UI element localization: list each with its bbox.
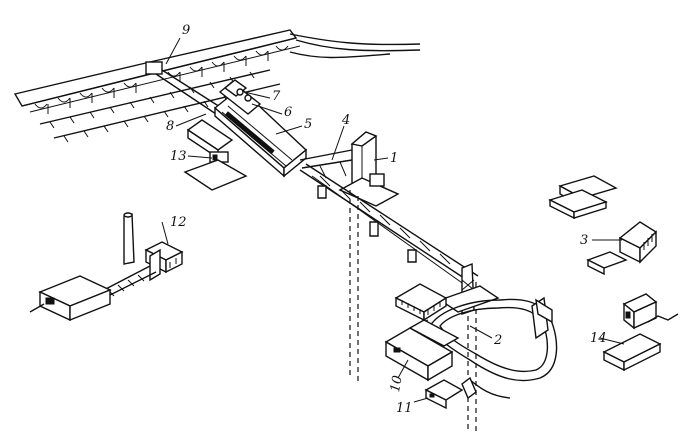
label-11: 11 <box>396 401 413 416</box>
label-5: 5 <box>304 117 312 132</box>
gallery-4 <box>299 149 353 179</box>
label-9: 9 <box>182 23 190 38</box>
conveyor-gallery-8 <box>155 69 229 119</box>
building-11 <box>424 376 477 410</box>
label-3: 3 <box>580 233 588 248</box>
boiler-house-12 <box>29 212 184 322</box>
label-13: 13 <box>170 149 187 164</box>
railway-loop-2 <box>429 296 558 399</box>
callout-labels: 9 7 6 5 8 4 1 13 12 3 2 14 10 11 <box>166 23 607 416</box>
inclined-gallery <box>299 163 479 291</box>
label-7: 7 <box>272 89 281 104</box>
headframe-tower-1 <box>338 131 400 207</box>
buildings-3 <box>548 175 658 276</box>
label-8: 8 <box>166 119 174 134</box>
label-14: 14 <box>590 331 607 346</box>
shaft-lines <box>349 190 477 432</box>
building-14 <box>602 293 679 372</box>
label-6: 6 <box>284 105 292 120</box>
railway-tracks-top <box>39 33 421 143</box>
trestle-structure-9 <box>13 29 301 114</box>
label-12: 12 <box>170 215 187 230</box>
building-10 <box>384 319 460 382</box>
label-1: 1 <box>390 151 398 166</box>
label-2: 2 <box>493 333 502 348</box>
building-13 <box>183 119 248 191</box>
lower-tower <box>438 262 500 315</box>
leader-lines <box>161 37 625 403</box>
label-10: 10 <box>388 374 406 393</box>
label-4: 4 <box>341 113 350 128</box>
office-building <box>394 283 448 322</box>
processing-building-5 <box>213 79 308 178</box>
